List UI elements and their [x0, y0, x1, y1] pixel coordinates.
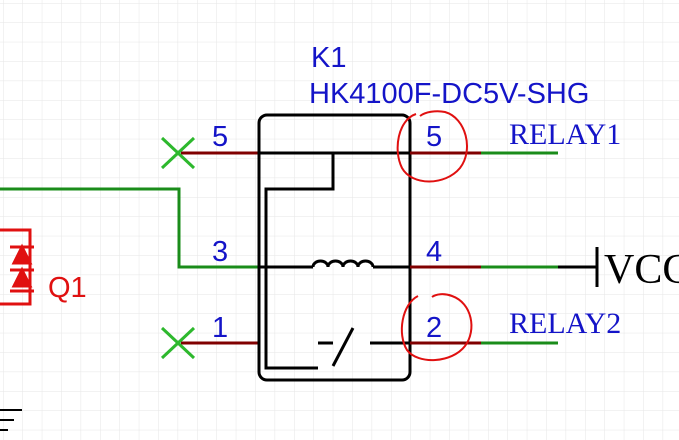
relay-coil-icon	[311, 259, 375, 268]
net-label-relay1[interactable]: RELAY1	[509, 118, 621, 151]
relay-switch-contact	[331, 327, 355, 367]
wire-control-input[interactable]	[0, 187, 259, 269]
pin-number-left-3: 3	[212, 236, 228, 268]
net-label-relay2[interactable]: RELAY2	[509, 307, 621, 340]
component-designator[interactable]: K1	[311, 42, 346, 74]
pin-number-right-5: 5	[426, 121, 442, 153]
pin-number-left-5: 5	[212, 121, 228, 153]
pin-number-right-2: 2	[426, 312, 442, 344]
no-connect-marker-bottom	[160, 326, 196, 360]
vcc-power-port-icon[interactable]	[558, 247, 599, 287]
pin-number-left-1: 1	[212, 312, 228, 344]
transistor-q1-icon[interactable]	[0, 228, 34, 306]
no-connect-marker-top	[160, 136, 196, 170]
annotation-circle-pin-2	[400, 293, 473, 362]
annotation-circle-pin-5	[396, 110, 468, 183]
relay-body-outline[interactable]	[257, 113, 412, 382]
transistor-q1-label[interactable]: Q1	[48, 272, 87, 304]
net-label-vcc[interactable]: VCC	[604, 247, 679, 293]
relay-internal-wiring	[259, 151, 410, 370]
pin-number-right-4: 4	[426, 236, 442, 268]
component-part-number[interactable]: HK4100F-DC5V-SHG	[309, 78, 589, 110]
ground-symbol-icon	[0, 409, 22, 431]
